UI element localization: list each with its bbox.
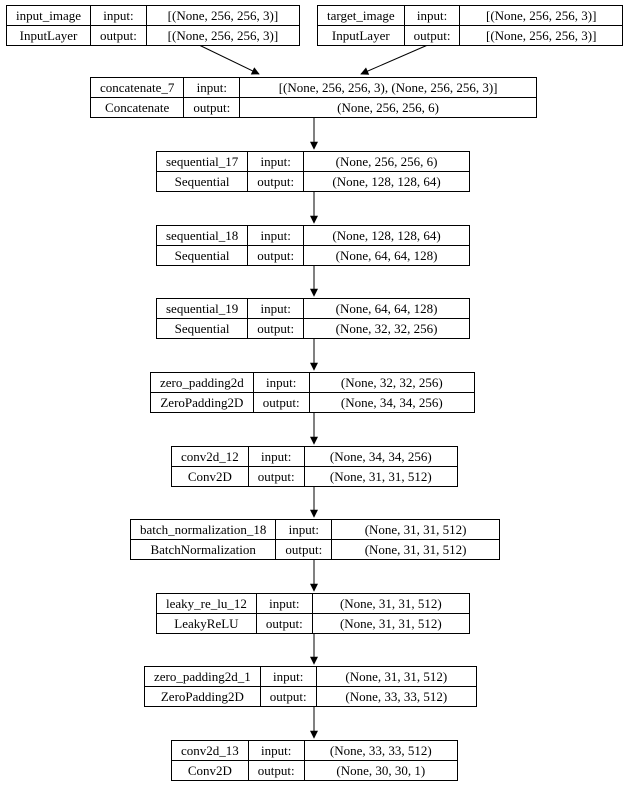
input-shape: (None, 31, 31, 512) <box>331 519 500 540</box>
input-label: input: <box>90 5 147 26</box>
layer-node-batch_normalization_18: batch_normalization_18 input: (None, 31,… <box>129 519 500 560</box>
input-shape: (None, 128, 128, 64) <box>303 225 470 246</box>
output-shape: [(None, 256, 256, 3)] <box>459 25 623 46</box>
edge-target_image-concatenate_7 <box>360 43 431 75</box>
layer-type: Sequential <box>155 245 249 266</box>
layer-name: conv2d_13 <box>171 740 249 761</box>
layer-name: input_image <box>6 5 91 26</box>
input-label: input: <box>247 151 305 172</box>
input-shape: (None, 31, 31, 512) <box>315 666 478 687</box>
output-shape: (None, 64, 64, 128) <box>303 245 470 266</box>
layer-name: sequential_18 <box>155 225 249 246</box>
layer-name: zero_padding2d <box>150 372 254 393</box>
input-label: input: <box>247 298 305 319</box>
layer-type: Conv2D <box>171 760 249 781</box>
layer-node-sequential_17: sequential_17 input: (None, 256, 256, 6)… <box>155 151 470 192</box>
output-shape: (None, 31, 31, 512) <box>303 466 459 487</box>
layer-name: conv2d_12 <box>171 446 249 467</box>
layer-node-zero_padding2d_1: zero_padding2d_1 input: (None, 31, 31, 5… <box>144 666 478 707</box>
input-shape: (None, 31, 31, 512) <box>311 593 471 614</box>
output-label: output: <box>252 392 310 413</box>
input-shape: (None, 256, 256, 6) <box>303 151 470 172</box>
input-label: input: <box>247 225 305 246</box>
input-label: input: <box>247 740 305 761</box>
layer-type: ZeroPadding2D <box>150 392 254 413</box>
layer-node-leaky_re_lu_12: leaky_re_lu_12 input: (None, 31, 31, 512… <box>156 593 471 634</box>
layer-type: Concatenate <box>89 97 185 118</box>
layer-type: InputLayer <box>317 25 405 46</box>
input-label: input: <box>259 666 317 687</box>
layer-node-conv2d_12: conv2d_12 input: (None, 34, 34, 256) Con… <box>171 446 459 487</box>
layer-node-conv2d_13: conv2d_13 input: (None, 33, 33, 512) Con… <box>171 740 459 781</box>
output-shape: (None, 30, 30, 1) <box>303 760 459 781</box>
layer-name: zero_padding2d_1 <box>144 666 261 687</box>
output-label: output: <box>183 97 241 118</box>
output-shape: (None, 33, 33, 512) <box>315 686 478 707</box>
input-label: input: <box>403 5 461 26</box>
input-shape: [(None, 256, 256, 3)] <box>459 5 623 26</box>
input-shape: (None, 64, 64, 128) <box>303 298 470 319</box>
layer-type: BatchNormalization <box>129 539 277 560</box>
output-shape: (None, 128, 128, 64) <box>303 171 470 192</box>
layer-type: Sequential <box>155 318 249 339</box>
layer-type: Conv2D <box>171 466 249 487</box>
input-shape: (None, 33, 33, 512) <box>303 740 459 761</box>
output-label: output: <box>247 760 305 781</box>
input-label: input: <box>275 519 333 540</box>
output-label: output: <box>247 466 305 487</box>
output-label: output: <box>247 171 305 192</box>
output-label: output: <box>247 245 305 266</box>
layer-type: InputLayer <box>6 25 91 46</box>
layer-type: LeakyReLU <box>156 613 257 634</box>
layer-node-zero_padding2d: zero_padding2d input: (None, 32, 32, 256… <box>150 372 476 413</box>
layer-node-sequential_19: sequential_19 input: (None, 64, 64, 128)… <box>155 298 470 339</box>
input-label: input: <box>255 593 313 614</box>
output-label: output: <box>275 539 333 560</box>
input-label: input: <box>247 446 305 467</box>
output-shape: (None, 34, 34, 256) <box>308 392 476 413</box>
layer-type: ZeroPadding2D <box>144 686 261 707</box>
input-shape: (None, 34, 34, 256) <box>303 446 459 467</box>
layer-name: sequential_19 <box>155 298 249 319</box>
input-label: input: <box>252 372 310 393</box>
output-label: output: <box>255 613 313 634</box>
input-shape: [(None, 256, 256, 3)] <box>145 5 301 26</box>
input-shape: (None, 32, 32, 256) <box>308 372 476 393</box>
output-label: output: <box>403 25 461 46</box>
input-label: input: <box>183 77 241 98</box>
output-shape: (None, 31, 31, 512) <box>311 613 471 634</box>
output-shape: (None, 31, 31, 512) <box>331 539 500 560</box>
layer-type: Sequential <box>155 171 249 192</box>
output-shape: [(None, 256, 256, 3)] <box>145 25 301 46</box>
layer-node-sequential_18: sequential_18 input: (None, 128, 128, 64… <box>155 225 470 266</box>
edge-input_image-concatenate_7 <box>196 43 260 75</box>
output-label: output: <box>247 318 305 339</box>
layer-node-target_image: target_image input: [(None, 256, 256, 3)… <box>317 5 623 46</box>
output-shape: (None, 256, 256, 6) <box>239 97 537 118</box>
layer-name: leaky_re_lu_12 <box>156 593 257 614</box>
output-shape: (None, 32, 32, 256) <box>303 318 470 339</box>
layer-node-concatenate_7: concatenate_7 input: [(None, 256, 256, 3… <box>89 77 537 118</box>
layer-name: batch_normalization_18 <box>129 519 277 540</box>
layer-node-input_image: input_image input: [(None, 256, 256, 3)]… <box>6 5 301 46</box>
layer-name: target_image <box>317 5 405 26</box>
layer-name: concatenate_7 <box>89 77 185 98</box>
input-shape: [(None, 256, 256, 3), (None, 256, 256, 3… <box>239 77 537 98</box>
layer-name: sequential_17 <box>155 151 249 172</box>
output-label: output: <box>90 25 147 46</box>
output-label: output: <box>259 686 317 707</box>
